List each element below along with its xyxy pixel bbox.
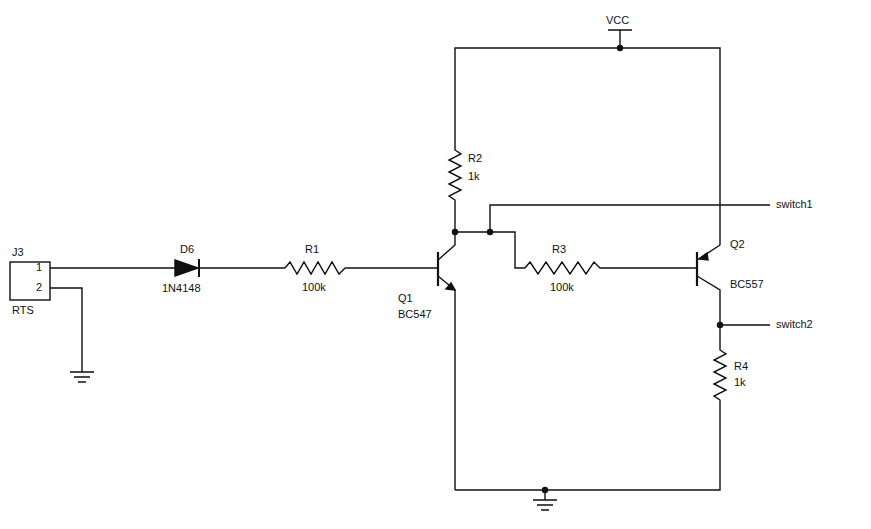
transistor-symbol <box>697 245 720 260</box>
resistor-symbol <box>455 325 726 490</box>
transistor-symbol <box>696 252 698 286</box>
wire <box>199 267 285 268</box>
part-value: BC557 <box>730 278 764 291</box>
wire <box>50 267 175 268</box>
transistor-symbol <box>697 276 770 325</box>
pin-number: 2 <box>36 281 42 294</box>
transistor-arrow <box>446 283 455 290</box>
resistor-symbol <box>285 262 345 274</box>
ground-symbol <box>70 372 94 382</box>
part-name: D6 <box>180 243 194 256</box>
diode-symbol <box>175 260 198 276</box>
transistor-symbol <box>437 252 439 286</box>
resistor-symbol <box>525 262 697 274</box>
supply-label: VCC <box>606 14 629 27</box>
signal-name: RTS <box>12 304 34 317</box>
wire <box>50 288 82 372</box>
part-name: Q1 <box>398 292 413 305</box>
part-value: BC547 <box>398 308 432 321</box>
wire <box>455 205 770 232</box>
ground-symbol <box>533 490 557 510</box>
part-value: 1k <box>734 376 746 389</box>
part-value: 1k <box>468 170 480 183</box>
part-name: R3 <box>552 243 566 256</box>
part-name: R1 <box>305 243 319 256</box>
part-name: R4 <box>734 360 748 373</box>
part-value: 100k <box>550 281 574 294</box>
signal-name: switch1 <box>776 198 813 211</box>
transistor-symbol <box>438 232 455 260</box>
connector-symbol <box>10 262 50 300</box>
part-value: 1N4148 <box>162 282 201 295</box>
junction-dot <box>618 46 623 51</box>
transistor-symbol <box>438 276 455 490</box>
part-name: Q2 <box>730 238 745 251</box>
junction-dot <box>453 230 458 235</box>
pin-number: 1 <box>36 261 42 274</box>
part-name: R2 <box>468 152 482 165</box>
wire <box>345 267 438 268</box>
part-value: 100k <box>302 281 326 294</box>
signal-name: switch2 <box>776 318 813 331</box>
transistor-arrow <box>699 253 708 260</box>
part-name: J3 <box>12 246 24 259</box>
wire <box>490 232 525 268</box>
